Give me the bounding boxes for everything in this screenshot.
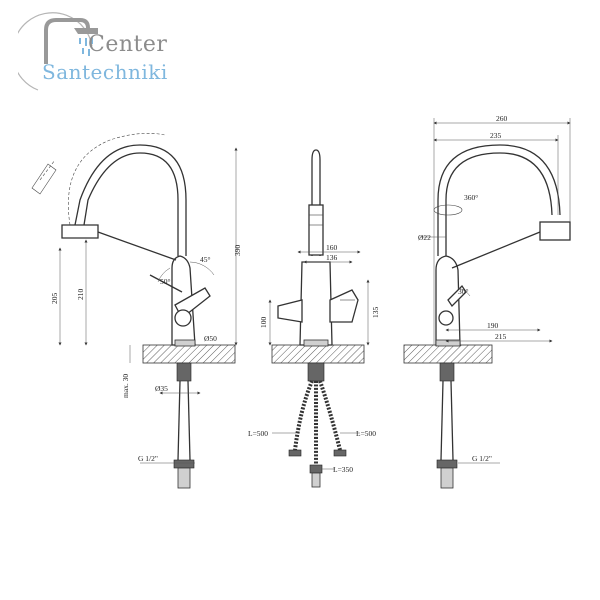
label-height-100: 100 xyxy=(259,317,268,329)
countertop xyxy=(142,344,236,364)
label-hose-350: L=350 xyxy=(333,465,353,474)
brand-name-line1: Center xyxy=(88,32,168,57)
label-height-210: 210 xyxy=(76,289,85,301)
label-height-205: 205 xyxy=(50,293,59,305)
faucet-body xyxy=(299,261,333,346)
label-thread-g12-right: G 1/2" xyxy=(472,454,492,463)
side-view-left: 45° 50° 390 205 210 Ø50 max. 30 Ø35 G 1/… xyxy=(31,133,242,489)
label-diameter-35: Ø35 xyxy=(155,384,168,393)
label-rotation-360: 360° xyxy=(464,193,478,202)
label-width-215: 215 xyxy=(495,332,507,341)
spout-column xyxy=(311,149,321,256)
label-max-30: max. 30 xyxy=(121,374,130,398)
label-hose-500-left: L=500 xyxy=(248,429,268,438)
label-width-136: 136 xyxy=(326,253,338,262)
brand-name-line2: Santechniki xyxy=(42,60,168,84)
label-width-160: 160 xyxy=(326,243,338,252)
label-hose-500-right: L=500 xyxy=(356,429,376,438)
label-diameter-50: Ø50 xyxy=(204,334,217,343)
label-width-235: 235 xyxy=(490,131,502,140)
label-width-190: 190 xyxy=(487,321,499,330)
brand-logo: Center Santechniki xyxy=(11,4,178,94)
countertop xyxy=(403,344,493,364)
label-height-390: 390 xyxy=(233,245,242,257)
shower-head-icon xyxy=(11,12,102,91)
label-angle-45: 45° xyxy=(200,255,211,264)
pull-out-head xyxy=(539,221,571,241)
lever-handle xyxy=(149,274,211,327)
label-diameter-22: Ø22 xyxy=(418,233,431,242)
label-height-135: 135 xyxy=(371,307,380,319)
countertop xyxy=(271,344,365,364)
label-width-260: 260 xyxy=(496,114,508,123)
spout-main xyxy=(74,144,187,256)
lever-handle-left xyxy=(277,299,303,323)
label-thread-g12-left: G 1/2" xyxy=(138,454,158,463)
front-view-middle: 160 136 100 135 L=500 L=500 L=350 xyxy=(248,149,380,488)
side-view-right: 260 235 360° Ø22 30° 190 215 G 1/2" xyxy=(403,114,571,489)
pull-out-head xyxy=(61,224,99,239)
lever-handle-right xyxy=(329,289,359,323)
label-angle-30: 30° xyxy=(458,287,469,296)
spout-main xyxy=(437,144,561,256)
label-angle-50: 50° xyxy=(160,277,171,286)
